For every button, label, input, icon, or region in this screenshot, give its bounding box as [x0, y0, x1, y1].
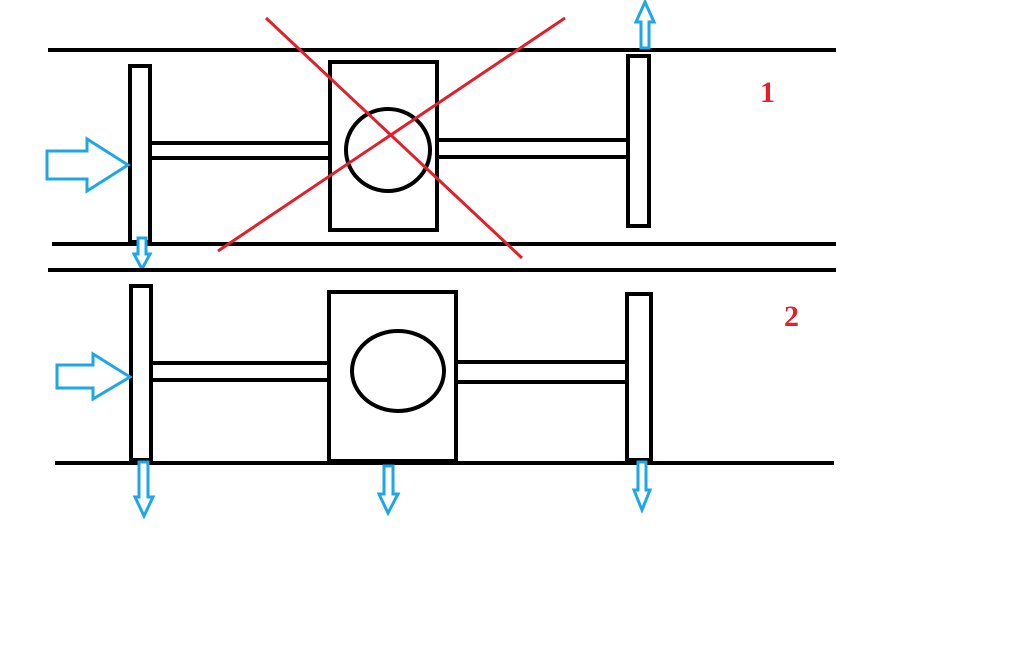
right-plate-1 [626, 54, 651, 228]
left-plate-2 [129, 284, 153, 462]
diagram-2: 2 [48, 268, 836, 520]
right-plate-2 [625, 292, 653, 462]
down-arrow-icon-2c [631, 460, 653, 515]
push-arrow-icon-1 [45, 136, 131, 194]
diagram-1: 1 [45, 0, 836, 273]
down-arrow-icon-2a [132, 460, 156, 520]
center-circle-1 [344, 107, 432, 193]
down-arrow-icon-1 [131, 236, 153, 273]
down-arrow-icon-2b [376, 464, 401, 517]
rod-left-1 [150, 141, 332, 160]
center-circle-2 [350, 329, 446, 413]
up-arrow-icon-1 [633, 0, 657, 50]
push-arrow-icon-2 [55, 351, 133, 402]
rod-right-1 [437, 138, 630, 159]
diagram-label-1: 1 [760, 76, 775, 109]
left-plate-1 [128, 64, 152, 244]
rod-left-2 [149, 361, 331, 382]
rod-right-2 [453, 360, 629, 384]
cross-out-mark [217, 16, 566, 260]
diagram-label-2: 2 [784, 300, 799, 333]
